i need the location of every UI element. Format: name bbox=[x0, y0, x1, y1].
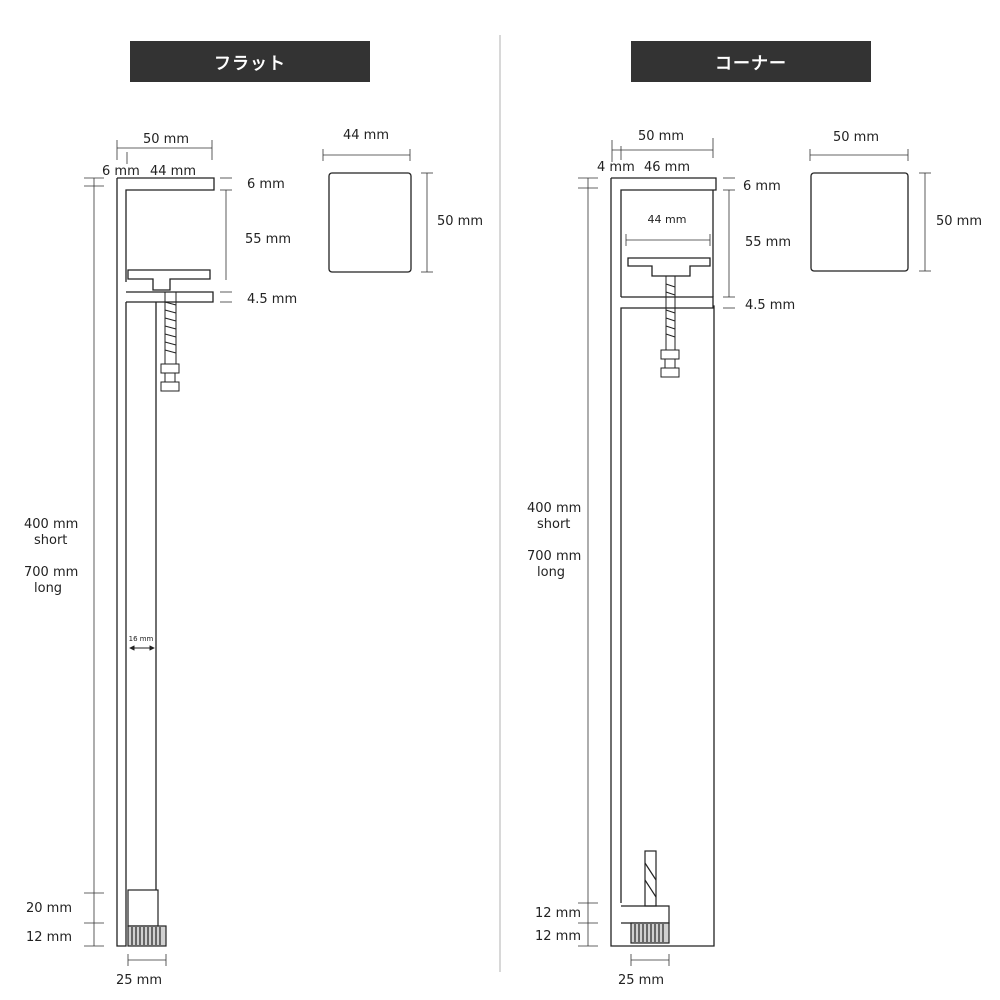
flat-cross-section bbox=[328, 172, 412, 273]
flat-foot-block-label: 20 mm bbox=[26, 901, 72, 916]
flat-foot-width-label: 25 mm bbox=[116, 973, 162, 988]
corner-foot-width-label: 25 mm bbox=[618, 973, 664, 988]
flat-title: フラット bbox=[130, 41, 370, 82]
flat-top-thickness-label: 6 mm bbox=[247, 177, 285, 192]
corner-screw bbox=[660, 275, 680, 378]
corner-section-height-label: 50 mm bbox=[936, 214, 982, 229]
flat-rod-label: 16 mm bbox=[129, 635, 154, 643]
corner-top-thickness-label: 6 mm bbox=[743, 179, 781, 194]
corner-foot bbox=[621, 850, 670, 944]
flat-dimension-lines bbox=[84, 140, 433, 966]
corner-top-width-label: 50 mm bbox=[638, 129, 684, 144]
flat-section-height-label: 50 mm bbox=[437, 214, 483, 229]
corner-lip-label: 4.5 mm bbox=[745, 298, 795, 313]
corner-length-long-label: long bbox=[537, 565, 565, 580]
flat-inner-label: 44 mm bbox=[150, 164, 196, 179]
flat-lip-label: 4.5 mm bbox=[247, 292, 297, 307]
flat-length-long-label: long bbox=[34, 581, 62, 596]
corner-profile bbox=[610, 177, 717, 947]
flat-length-short: 400 mm bbox=[24, 517, 78, 532]
corner-length-short-label: short bbox=[537, 517, 570, 532]
flat-section-width-label: 44 mm bbox=[343, 128, 389, 143]
corner-title: コーナー bbox=[631, 41, 871, 82]
corner-plate-width-label: 44 mm bbox=[648, 213, 687, 226]
corner-section-width-label: 50 mm bbox=[833, 130, 879, 145]
flat-foot bbox=[127, 889, 167, 947]
flat-foot-pad-label: 12 mm bbox=[26, 930, 72, 945]
flat-top-width-label: 50 mm bbox=[143, 132, 189, 147]
corner-opening-label: 55 mm bbox=[745, 235, 791, 250]
corner-length-short: 400 mm bbox=[527, 501, 581, 516]
flat-screw bbox=[160, 291, 180, 392]
corner-cross-section bbox=[810, 172, 909, 272]
corner-inner-label: 46 mm bbox=[644, 160, 690, 175]
corner-wall-label: 4 mm bbox=[597, 160, 635, 175]
flat-wall-label: 6 mm bbox=[102, 164, 140, 179]
corner-foot-pad-label: 12 mm bbox=[535, 929, 581, 944]
corner-foot-block-label: 12 mm bbox=[535, 906, 581, 921]
flat-length-long: 700 mm bbox=[24, 565, 78, 580]
flat-length-short-label: short bbox=[34, 533, 67, 548]
corner-length-long: 700 mm bbox=[527, 549, 581, 564]
flat-opening-label: 55 mm bbox=[245, 232, 291, 247]
corner-dimension-lines bbox=[578, 138, 931, 966]
